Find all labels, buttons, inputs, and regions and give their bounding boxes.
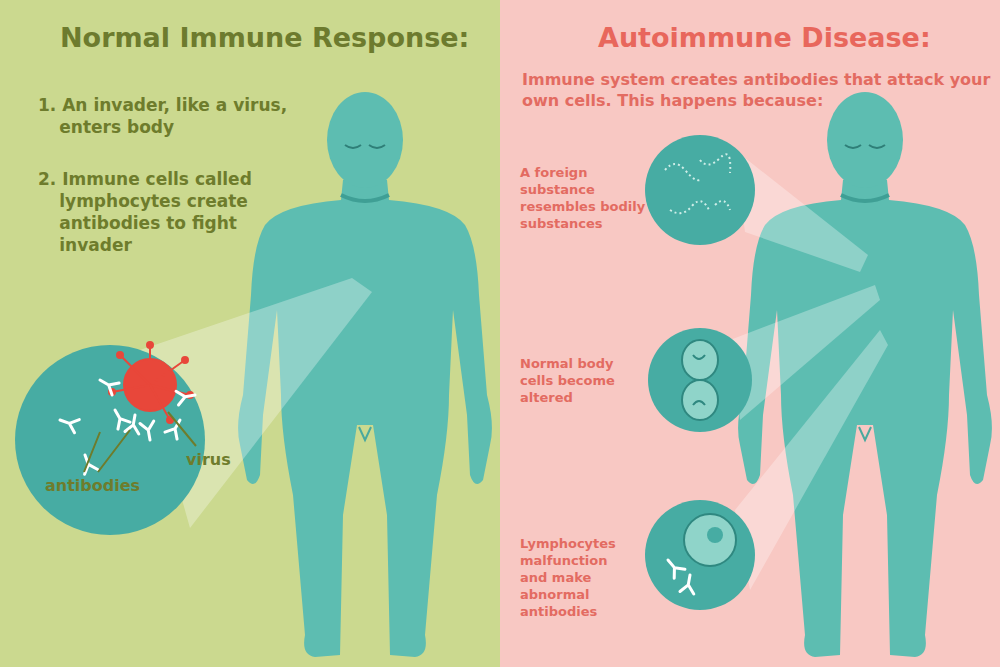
panel-heading: Normal Immune Response: bbox=[60, 20, 490, 55]
callout-label: Lymphocytes malfunction and make abnorma… bbox=[520, 536, 638, 620]
leader-line bbox=[84, 430, 130, 472]
callout-label: Normal body cells become altered bbox=[520, 356, 648, 407]
panel-text: Immune system creates antibodies that at… bbox=[522, 70, 992, 112]
panel-text: 1. An invader, like a virus, enters body bbox=[38, 94, 298, 138]
callout-label: antibodies bbox=[45, 476, 165, 497]
callout-label: A foreign substance resembles bodily sub… bbox=[520, 165, 655, 233]
panel-text: 2. Immune cells called lymphocytes creat… bbox=[38, 168, 283, 256]
leader-line bbox=[168, 412, 196, 446]
panel-heading: Autoimmune Disease: bbox=[598, 20, 988, 55]
callout-label: virus bbox=[186, 450, 256, 471]
